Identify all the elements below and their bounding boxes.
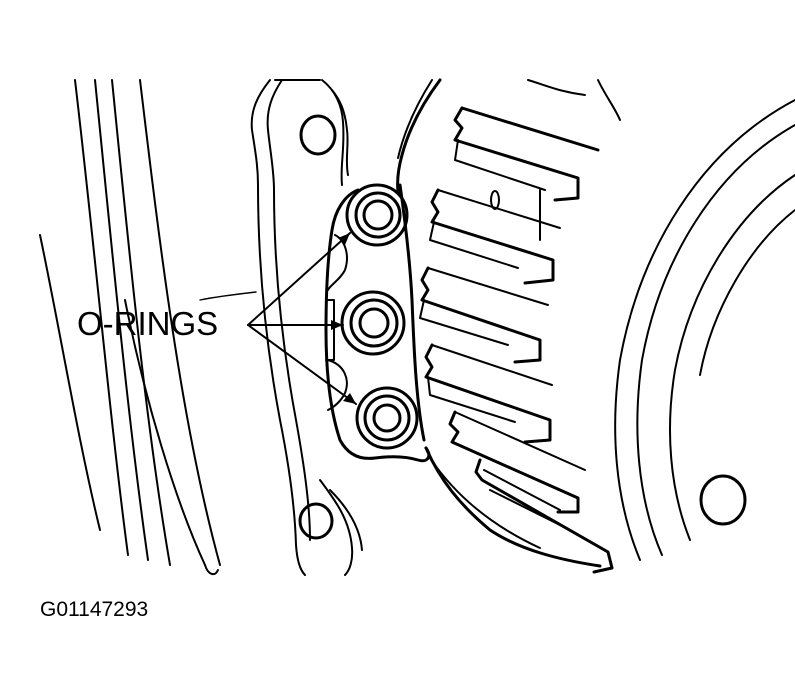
o-rings <box>340 183 419 450</box>
casing-contour-lines <box>39 79 257 576</box>
figure-id: G01147293 <box>40 598 149 621</box>
housing-band <box>396 78 621 568</box>
middle-o-ring <box>340 290 406 356</box>
arrowhead-upper <box>338 233 350 245</box>
valve-plate <box>324 183 431 463</box>
bolt-holes <box>298 114 747 540</box>
mounting-flange <box>250 79 363 576</box>
upper-o-ring <box>345 183 409 247</box>
small-port <box>490 190 500 210</box>
lower-o-ring <box>355 386 419 450</box>
right-bolt-hole <box>699 474 747 526</box>
arrowhead-middle <box>331 320 343 330</box>
bore-outline <box>614 99 795 561</box>
o-rings-callout-label: O-RINGS <box>77 305 219 342</box>
callout-arrows <box>247 232 357 405</box>
upper-bolt-hole <box>299 114 337 156</box>
arrowhead-lower <box>343 393 356 404</box>
gear-teeth <box>419 106 614 574</box>
lower-bolt-hole <box>298 502 334 540</box>
